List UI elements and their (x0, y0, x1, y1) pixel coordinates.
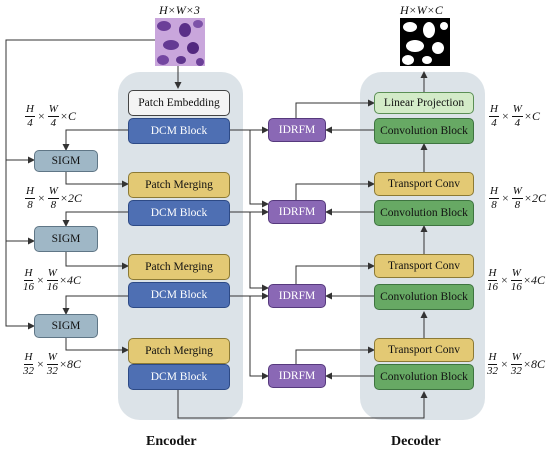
patch-merging-block-1: Patch Merging (128, 172, 230, 198)
patch-merging-block-2: Patch Merging (128, 254, 230, 280)
transport-conv-block-2: Transport Conv (374, 254, 474, 278)
linear-projection-block: Linear Projection (374, 92, 474, 114)
dcm-block-3: DCM Block (128, 282, 230, 308)
encoder-title: Encoder (146, 434, 197, 449)
transport-conv-block-3: Transport Conv (374, 338, 474, 362)
output-mask-image (400, 18, 450, 66)
dcm-block-2: DCM Block (128, 200, 230, 226)
input-image-caption: H×W×3 (159, 3, 200, 17)
idrfm-block-4: IDRFM (268, 364, 326, 388)
convolution-block-4: Convolution Block (374, 364, 474, 390)
convolution-block-1: Convolution Block (374, 118, 474, 144)
sigm-block-1: SIGM (34, 150, 98, 172)
dcm-block-4: DCM Block (128, 364, 230, 390)
convolution-block-3: Convolution Block (374, 284, 474, 310)
patch-merging-block-3: Patch Merging (128, 338, 230, 364)
sigm-block-2: SIGM (34, 226, 98, 252)
dcm-block-1: DCM Block (128, 118, 230, 144)
sigm-block-3: SIGM (34, 314, 98, 338)
idrfm-block-3: IDRFM (268, 284, 326, 308)
idrfm-block-2: IDRFM (268, 200, 326, 224)
idrfm-block-1: IDRFM (268, 118, 326, 142)
input-cell-image (155, 18, 205, 66)
patch-embedding-block: Patch Embedding (128, 90, 230, 116)
decoder-title: Decoder (391, 434, 441, 449)
transport-conv-block-1: Transport Conv (374, 172, 474, 196)
convolution-block-2: Convolution Block (374, 200, 474, 226)
output-image-caption: H×W×C (400, 3, 443, 17)
